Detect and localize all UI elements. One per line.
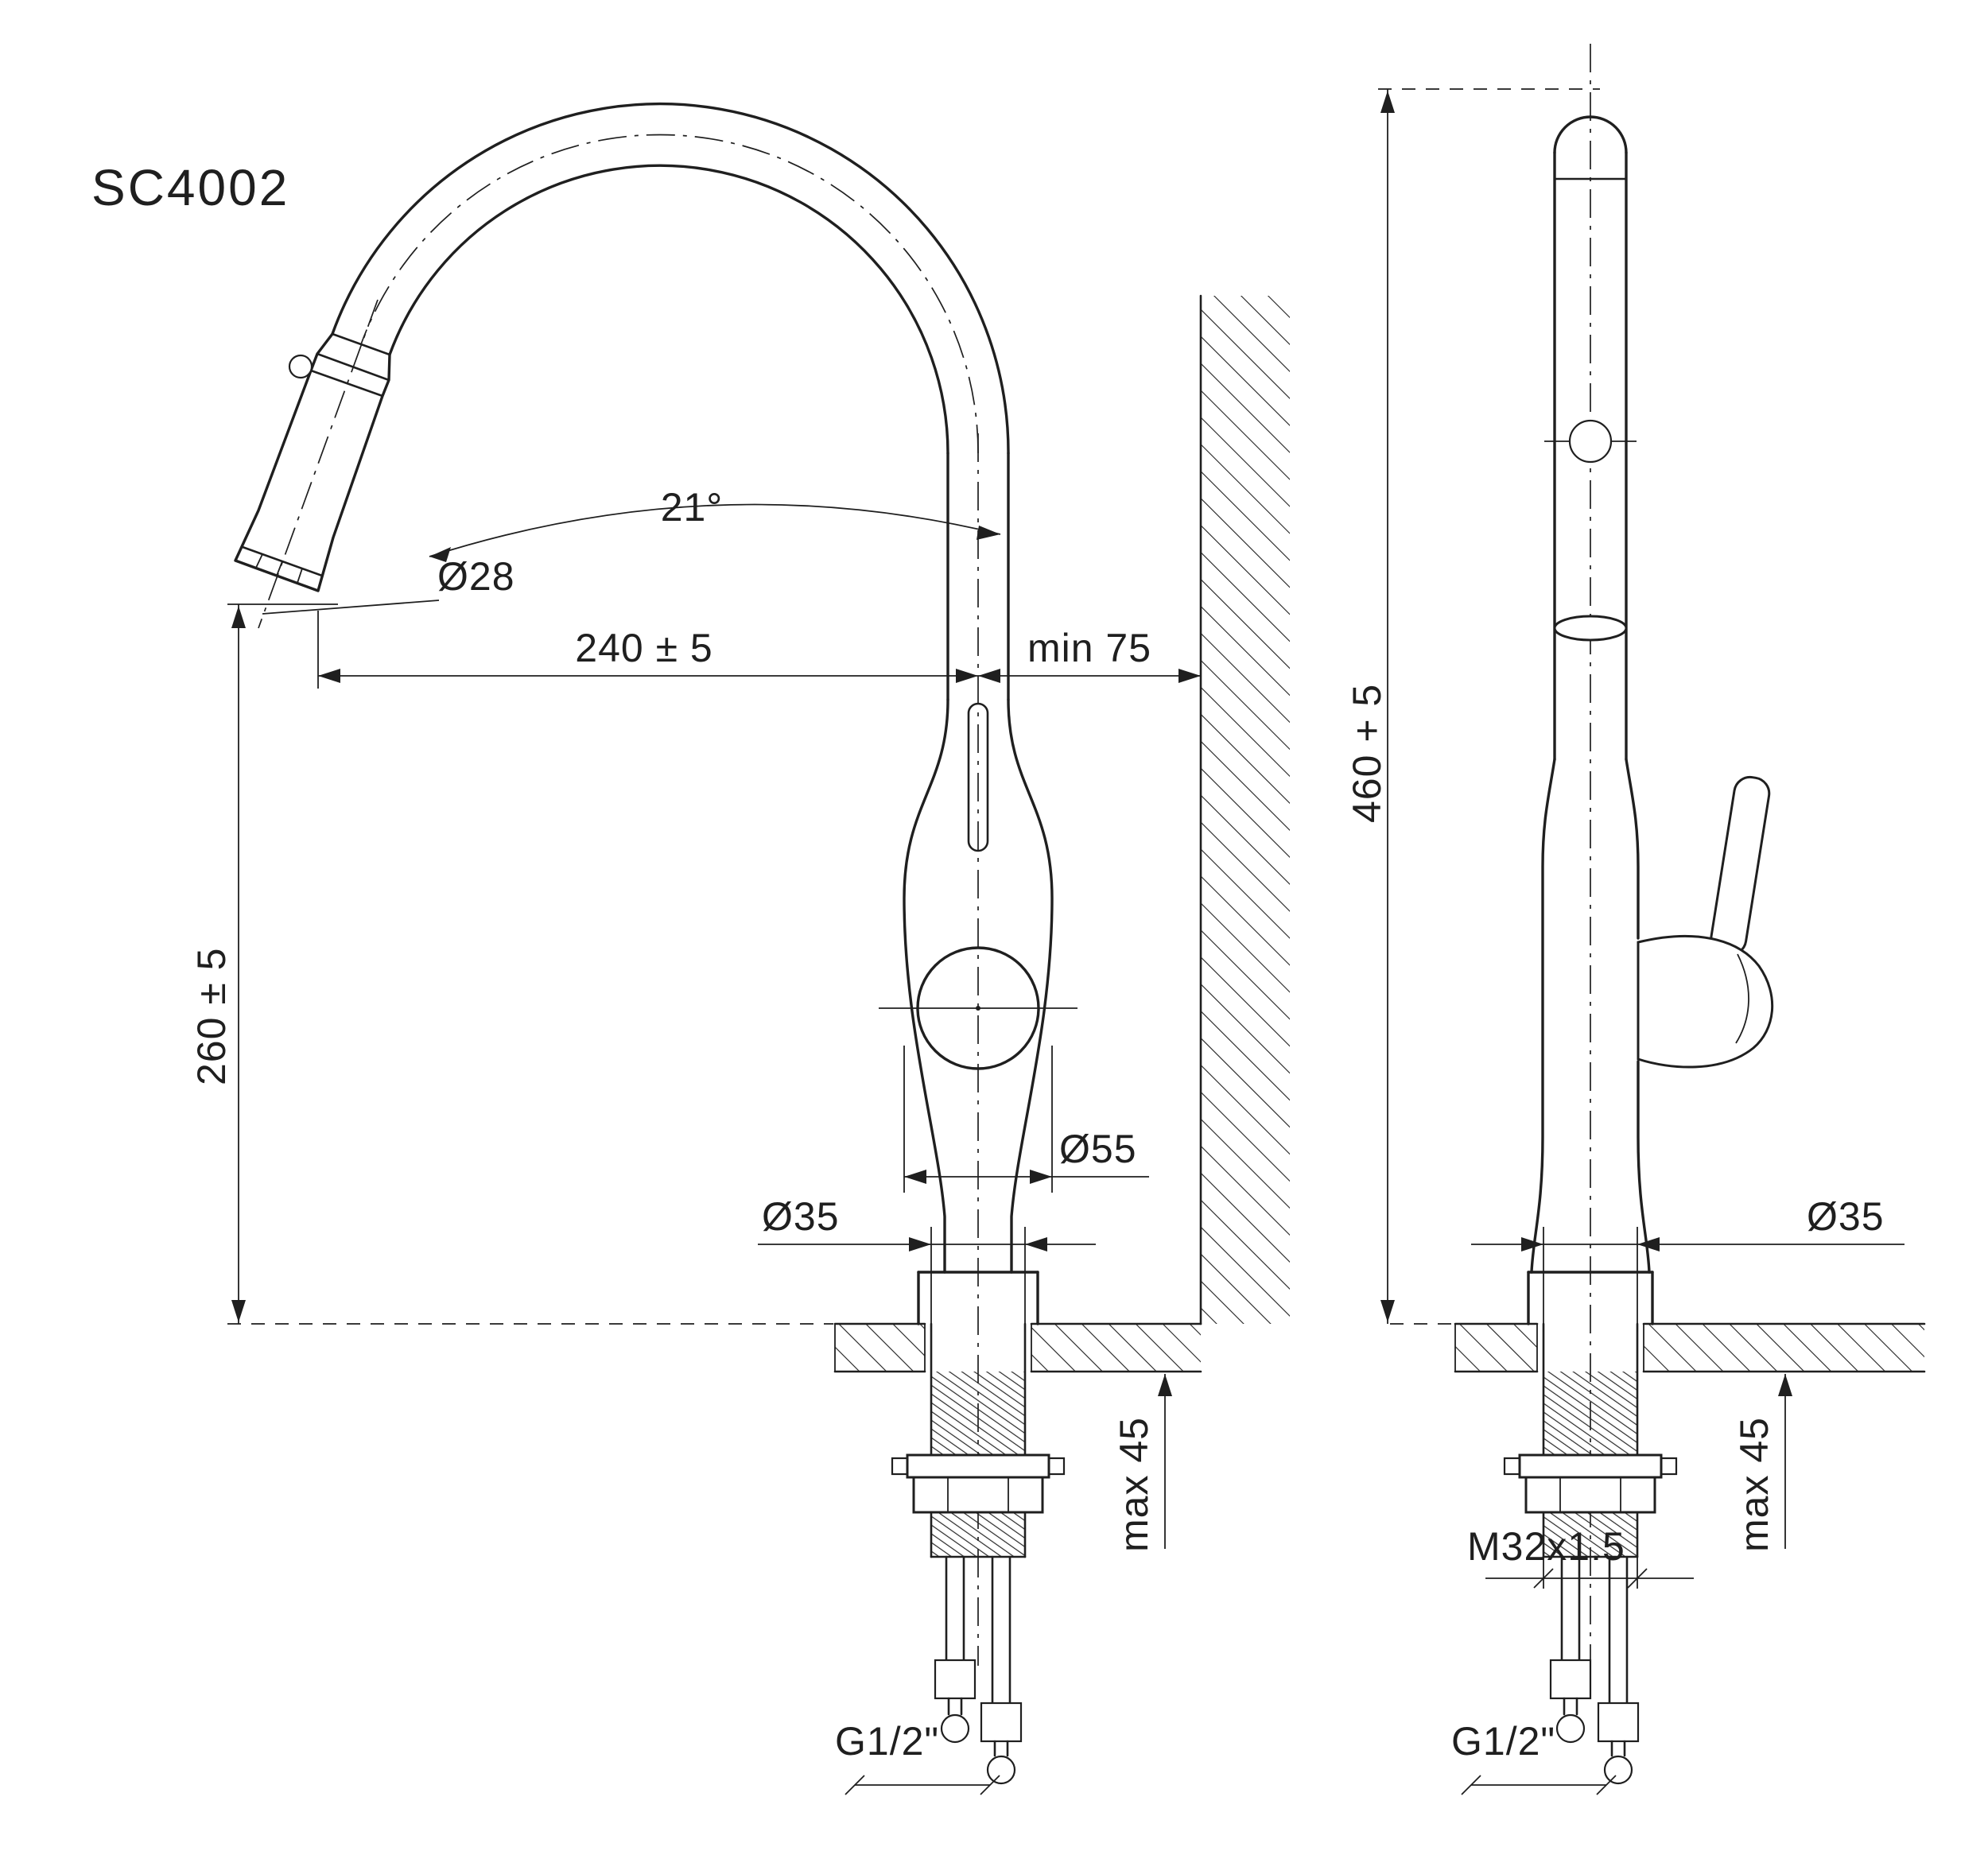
hose-fitting (934, 1659, 977, 1700)
hose-end-connector (1603, 1755, 1633, 1785)
dimension-hose-thread-front: G1/2" (1451, 1719, 1617, 1795)
gooseneck-outer-arc (331, 102, 1010, 455)
fixing-plate (1518, 1453, 1663, 1479)
spray-toggle-button (288, 354, 313, 379)
dimension-wall-clearance: min 75 (978, 626, 1201, 683)
spout-reach-label: 240 ± 5 (575, 626, 712, 670)
wall-clearance-label: min 75 (1027, 626, 1151, 670)
dimension-counter-thickness-side: max 45 (1112, 1374, 1172, 1552)
fixing-nut (1524, 1476, 1656, 1514)
valve-center-dot (976, 1006, 980, 1011)
dimension-hole-diameter-front: Ø35 (1471, 1194, 1905, 1332)
hose-end-connector (986, 1755, 1016, 1785)
spray-head (234, 332, 391, 592)
dimension-body-diameter: Ø55 (903, 1046, 1149, 1193)
mounting-shank-front (1503, 1322, 1678, 1558)
wall-section (1199, 294, 1290, 1325)
spout-diameter-label: Ø28 (437, 554, 515, 599)
valve-cap-circle (916, 946, 1040, 1070)
dimension-swivel-angle: 21° (429, 485, 1001, 562)
spray-toggle-button-front (1568, 419, 1613, 464)
lever-handle (1637, 775, 1774, 1069)
faucet-front-view (1503, 44, 1774, 1785)
hose-fitting (980, 1702, 1023, 1743)
faucet-side-view (234, 102, 1077, 1785)
mounting-shank-side (891, 1322, 1066, 1558)
dimension-hole-diameter-side: Ø35 (758, 1194, 1096, 1332)
spout-joint-line (331, 332, 391, 356)
fixing-screw-right (1046, 1457, 1066, 1476)
fixing-screw-right (1659, 1457, 1678, 1476)
hose-end-connector (1555, 1713, 1586, 1744)
gooseneck-inner-arc (388, 164, 949, 455)
overall-height-label: 460 + 5 (1345, 684, 1389, 823)
top-cap (1553, 115, 1628, 154)
hose-fitting (1597, 1702, 1640, 1743)
dimension-counter-thickness-front: max 45 (1732, 1374, 1792, 1552)
dimension-hose-thread-side: G1/2" (835, 1719, 1000, 1795)
supply-hoses-front (1549, 1555, 1640, 1785)
dimension-spout-reach: 240 ± 5 (317, 611, 978, 689)
dimension-spout-height: 260 ± 5 (189, 603, 833, 1325)
gooseneck-centerline (360, 134, 979, 454)
fixing-screw-left (891, 1457, 910, 1476)
wall-hatch (1201, 296, 1290, 1324)
dimension-shank-thread: M32x1.5 (1467, 1524, 1694, 1589)
fixing-plate (906, 1453, 1050, 1479)
fixing-nut (912, 1476, 1044, 1514)
handle-housing (1637, 934, 1774, 1069)
swivel-angle-label: 21° (661, 485, 724, 530)
spout-height-label: 260 ± 5 (189, 948, 234, 1085)
countertop-section-side (833, 1322, 1202, 1373)
dimension-overall-height: 460 + 5 (1345, 88, 1600, 1325)
supply-hoses-side (934, 1555, 1023, 1785)
hose-fitting (1549, 1659, 1592, 1700)
counter-thickness-front-label: max 45 (1732, 1417, 1776, 1552)
fixing-screw-left (1503, 1457, 1522, 1476)
hose-end-connector (940, 1713, 970, 1744)
model-number-label: SC4002 (91, 159, 289, 216)
counter-thickness-side-label: max 45 (1112, 1417, 1156, 1552)
hose-thread-side-label: G1/2" (835, 1719, 939, 1764)
shank-thread-label: M32x1.5 (1467, 1524, 1625, 1569)
lever-arm (1710, 775, 1771, 957)
head-joint-ellipse (1553, 615, 1628, 642)
hose-thread-front-label: G1/2" (1451, 1719, 1555, 1764)
body-diameter-label: Ø55 (1059, 1127, 1137, 1171)
hole-diameter-front-label: Ø35 (1807, 1194, 1885, 1239)
dimension-spout-diameter: Ø28 (262, 554, 515, 615)
faucet-body-side (903, 698, 1054, 1325)
hose-channel-slot (967, 702, 989, 852)
hole-diameter-side-label: Ø35 (762, 1194, 840, 1239)
countertop-section-front (1454, 1322, 1926, 1373)
